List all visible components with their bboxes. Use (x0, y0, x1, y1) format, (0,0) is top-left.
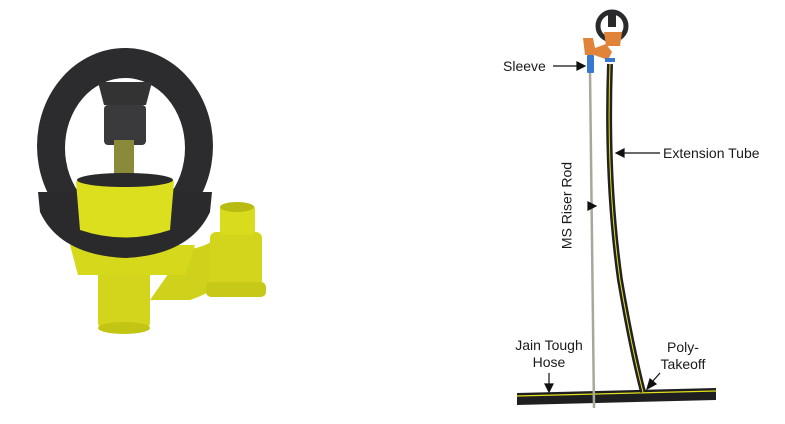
label-extension-tube: Extension Tube (663, 145, 760, 161)
label-tough-hose-line1: Jain Tough (515, 337, 583, 353)
riser-rod (588, 71, 596, 409)
label-riser-rod: MS Riser Rod (558, 161, 575, 250)
label-poly-takeoff: Poly- Takeoff (652, 339, 714, 373)
tough-hose (517, 388, 716, 405)
label-sleeve: Sleeve (503, 58, 546, 74)
installation-diagram (516, 9, 717, 409)
sprinkler-product-image (37, 48, 266, 334)
sleeve (587, 55, 594, 73)
callout-arrows (544, 61, 661, 394)
label-tough-hose-line2: Hose (532, 354, 566, 370)
mini-sprinkler-head (583, 9, 629, 62)
label-tough-hose: Jain Tough Hose (505, 337, 593, 371)
label-poly-takeoff-line1: Poly- (667, 339, 699, 355)
label-poly-takeoff-line2: Takeoff (660, 356, 706, 372)
